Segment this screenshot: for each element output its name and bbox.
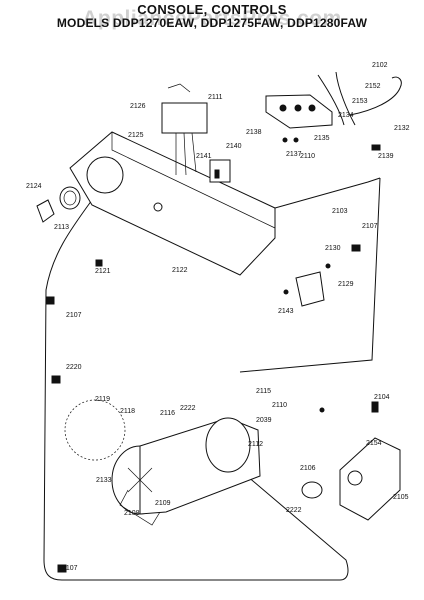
timer-knob xyxy=(59,186,81,210)
clip-2220 xyxy=(51,375,61,384)
part-label: 2141 xyxy=(196,153,212,160)
part-label: 2140 xyxy=(226,143,242,150)
part-label: 2111 xyxy=(208,94,223,101)
part-label: 2119 xyxy=(95,396,110,403)
timer-opening xyxy=(86,156,124,194)
part-label: 2133 xyxy=(96,477,112,484)
part-label: 2152 xyxy=(365,83,381,90)
part-label: 2132 xyxy=(394,125,410,132)
part-label: 2039 xyxy=(256,417,272,424)
diagram-title: CONSOLE, CONTROLS xyxy=(137,2,287,17)
thermostat xyxy=(301,481,323,499)
model-numbers: MODELS DDP1270EAW, DDP1275FAW, DDP1280FA… xyxy=(56,16,368,30)
part-label: 2107 xyxy=(62,565,78,572)
cord-lead xyxy=(349,76,402,116)
part-label: 2115 xyxy=(256,388,271,395)
part-label: 2220 xyxy=(66,364,82,371)
part-label: 2108 xyxy=(124,510,140,517)
clip-2107a xyxy=(351,244,361,252)
part-label: 2124 xyxy=(26,183,42,190)
timer-assembly xyxy=(161,102,208,134)
connector-2121 xyxy=(95,259,103,267)
heater-outline xyxy=(64,399,126,461)
terminal-block xyxy=(265,94,333,129)
part-label: 2134 xyxy=(338,112,354,119)
part-label: 2126 xyxy=(130,103,146,110)
clip-2107b xyxy=(45,296,55,305)
part-label: 2129 xyxy=(338,281,354,288)
part-label: 2105 xyxy=(393,494,409,501)
part-label: 2109 xyxy=(155,500,171,507)
mounting-bracket xyxy=(295,271,325,307)
power-cord xyxy=(317,74,345,126)
part-label: 2153 xyxy=(352,98,368,105)
part-label: 2118 xyxy=(120,408,135,415)
part-label: 2135 xyxy=(314,135,330,142)
part-label: 2102 xyxy=(372,62,388,69)
part-label: 2139 xyxy=(378,153,394,160)
wire-2103 xyxy=(274,177,381,209)
part-label: 2125 xyxy=(128,132,144,139)
part-label: 2106 xyxy=(300,465,316,472)
part-label: 2143 xyxy=(278,308,294,315)
part-label: 2222 xyxy=(180,405,196,412)
screw-point xyxy=(319,407,325,413)
part-label: 2116 xyxy=(160,410,175,417)
timer-dial xyxy=(36,199,55,223)
part-label: 2138 xyxy=(246,129,262,136)
connector-2139 xyxy=(371,144,381,151)
part-label: 2110 xyxy=(300,153,315,160)
part-label: 2103 xyxy=(332,208,348,215)
part-label: 2113 xyxy=(54,224,69,231)
part-label: 2104 xyxy=(374,394,390,401)
part-label: 2154 xyxy=(366,440,382,447)
part-label: 2130 xyxy=(325,245,341,252)
console-panel xyxy=(69,131,276,276)
screw-2104 xyxy=(371,401,379,413)
part-label: 2110 xyxy=(272,402,287,409)
clip-2107c xyxy=(57,564,67,573)
part-label: 2122 xyxy=(172,267,188,274)
part-label: 2222 xyxy=(286,507,302,514)
bracket-2154 xyxy=(339,437,401,521)
part-labels: 2102 2152 2153 2132 2134 2111 2126 2138 2135 2137… xyxy=(26,62,410,572)
part-label: 2137 xyxy=(286,151,302,158)
part-label: 2121 xyxy=(95,268,111,275)
wire-harness xyxy=(43,199,349,581)
part-label: 2112 xyxy=(248,441,263,448)
part-label: 2107 xyxy=(362,223,378,230)
push-switch xyxy=(209,159,231,183)
part-label: 2107 xyxy=(66,312,82,319)
panel-hole xyxy=(153,202,163,212)
